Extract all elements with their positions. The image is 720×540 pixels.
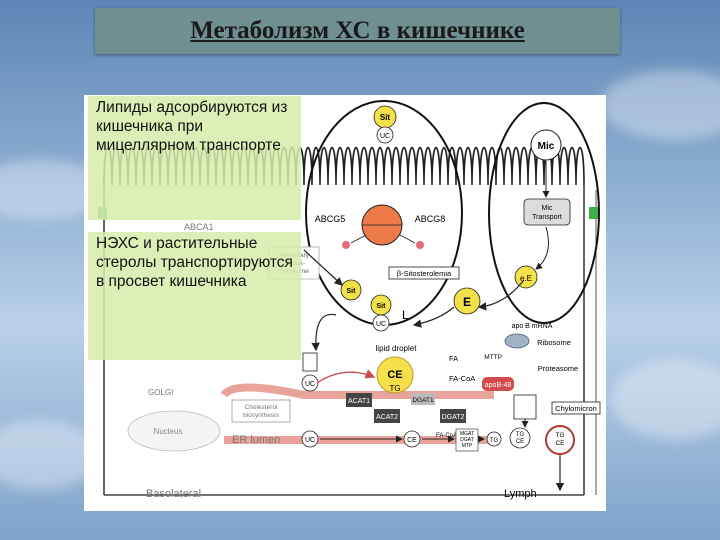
lipid-droplet-icon bbox=[376, 356, 414, 394]
label-acat1: ACAT1 bbox=[348, 398, 370, 405]
title-bar: Метаболизм ХС в кишечнике bbox=[95, 8, 620, 54]
label-uc-a: UC bbox=[305, 381, 315, 388]
label-fa-coa: FA-CoA bbox=[449, 374, 475, 383]
cloud-streak bbox=[0, 420, 100, 490]
chol-bio-box bbox=[231, 399, 291, 423]
label-ce-big: CE bbox=[387, 369, 402, 381]
label-uc-low: UC bbox=[376, 321, 386, 328]
label-abcg8: ABCG8 bbox=[415, 214, 446, 224]
label-uc-top: UC bbox=[380, 133, 390, 140]
ce-particle bbox=[403, 430, 421, 448]
ezetimibe-icon bbox=[514, 265, 538, 289]
label-proteasome: Proteasome bbox=[538, 364, 578, 373]
highlight-oval-micelle bbox=[488, 102, 600, 324]
label-sitosterolemia: β-Sitosterolemia bbox=[397, 269, 452, 278]
chylomicron-box bbox=[551, 401, 601, 415]
apob48-badge bbox=[482, 377, 514, 391]
label-mic: Mic bbox=[538, 141, 555, 152]
label-ce-small: CE bbox=[407, 437, 417, 444]
label-er-lumen: ER lumen bbox=[232, 434, 280, 446]
label-dgat1: DGAT1 bbox=[412, 397, 434, 404]
micelle-icon bbox=[530, 129, 562, 161]
label-dgat2: DGAT2 bbox=[442, 414, 465, 421]
note-sterol-transport: НЭХС и растительные стеролы транспортиру… bbox=[88, 232, 301, 360]
uc-icon bbox=[376, 126, 394, 144]
label-basolateral: Basolateral bbox=[146, 488, 201, 500]
receptor-dot bbox=[416, 241, 424, 249]
label-fa-coa-2: FA-CoA bbox=[436, 433, 457, 439]
dgat2-block bbox=[440, 409, 466, 423]
receptor-dot bbox=[342, 241, 350, 249]
label-sit-mid: Sit bbox=[347, 288, 357, 295]
er-membrane-top bbox=[220, 383, 494, 399]
label-sit-top: Sit bbox=[380, 113, 391, 122]
tg-particle bbox=[486, 431, 502, 447]
slide-title: Метаболизм ХС в кишечнике bbox=[190, 17, 525, 44]
cloud-streak bbox=[600, 70, 720, 140]
cloud-streak bbox=[610, 360, 720, 440]
sitosterol-icon bbox=[340, 279, 362, 301]
label-chylomicron: Chylomicron bbox=[555, 404, 597, 413]
acat2-block bbox=[374, 409, 400, 423]
label-e-big: E bbox=[463, 295, 471, 309]
uc-icon bbox=[372, 314, 390, 332]
label-apob48: apoB-48 bbox=[485, 382, 512, 389]
label-tg-big: TG bbox=[389, 384, 400, 393]
label-e-top: e.E bbox=[520, 274, 532, 283]
label-golgi: GOLGI bbox=[148, 388, 173, 397]
nucleus-shape bbox=[127, 410, 221, 452]
label-fa: FA bbox=[449, 354, 458, 363]
label-lymph: Lymph bbox=[504, 488, 537, 500]
chylomicron-icon bbox=[545, 425, 575, 455]
chylomicron-vesicle bbox=[513, 394, 537, 420]
label-lipid-droplet: lipid droplet bbox=[376, 344, 418, 353]
label-sit-low: Sit bbox=[377, 303, 387, 310]
label-ribosome: Ribosome bbox=[537, 338, 571, 347]
label-apo-mrna: apo B mRNA bbox=[512, 323, 553, 330]
label-acat2: ACAT2 bbox=[376, 414, 398, 421]
vesicle-icon bbox=[302, 352, 318, 372]
label-abcg5: ABCG5 bbox=[315, 214, 346, 224]
label-mttp: MTTP bbox=[484, 354, 502, 361]
uc-icon bbox=[301, 430, 319, 448]
ribosome-icon bbox=[504, 333, 530, 349]
ezetimibe-e-icon bbox=[453, 287, 481, 315]
label-nucleus: Nucleus bbox=[154, 427, 183, 436]
label-abca1: ABCA1 bbox=[184, 222, 214, 232]
label-uc-b: UC bbox=[305, 437, 315, 444]
tight-junction-right bbox=[589, 207, 598, 219]
label-tg-small: TG bbox=[490, 438, 499, 444]
acat1-block bbox=[346, 393, 372, 407]
tg-ce-particle bbox=[509, 427, 531, 449]
mic-transport-box bbox=[523, 198, 571, 226]
sitosterolemia-box bbox=[388, 266, 460, 280]
label-l: L bbox=[402, 308, 409, 322]
note-lipid-absorption: Липиды адсорбируются из кишечника при ми… bbox=[88, 96, 301, 220]
dgat1-block bbox=[411, 393, 435, 405]
